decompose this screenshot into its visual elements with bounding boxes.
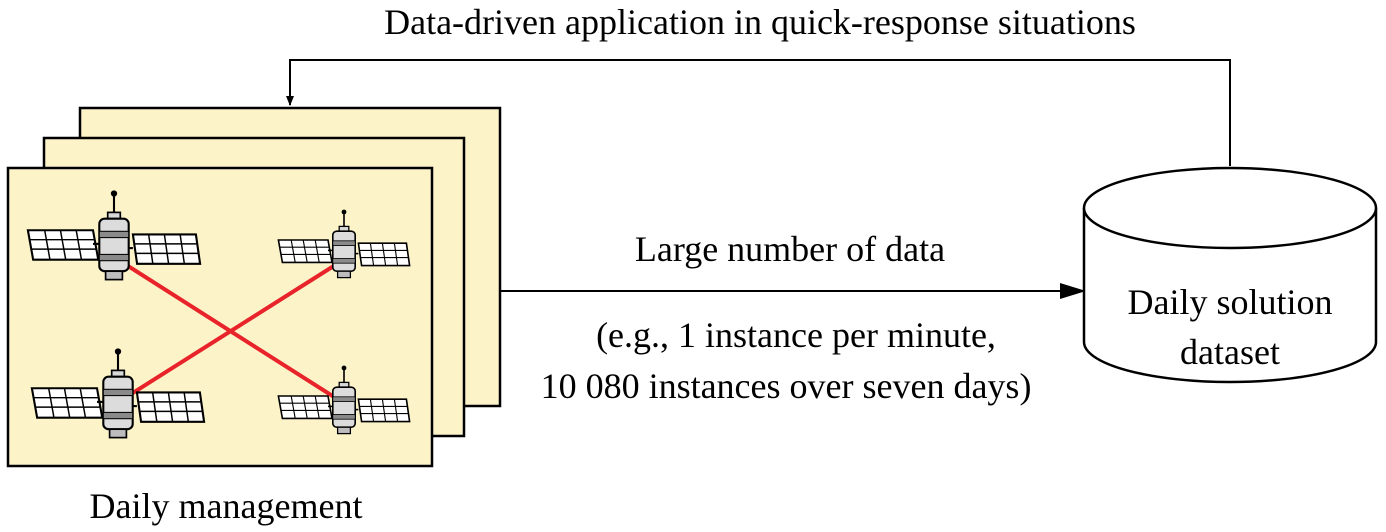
- data-flow-label: Large number of data: [635, 229, 945, 269]
- example-label-line2: 10 080 instances over seven days): [541, 366, 1032, 406]
- feedback-label: Data-driven application in quick-respons…: [384, 2, 1136, 42]
- management-label: Daily management: [90, 486, 363, 526]
- feedback-arrow: [286, 59, 1231, 166]
- dataset-label-line2: dataset: [1180, 332, 1280, 372]
- dataset-label-line1: Daily solution: [1128, 282, 1333, 322]
- database-cylinder-icon: [1082, 166, 1378, 384]
- link-line-1: [126, 264, 344, 404]
- example-label-line1: (e.g., 1 instance per minute,: [596, 315, 996, 355]
- link-line-2: [126, 260, 342, 398]
